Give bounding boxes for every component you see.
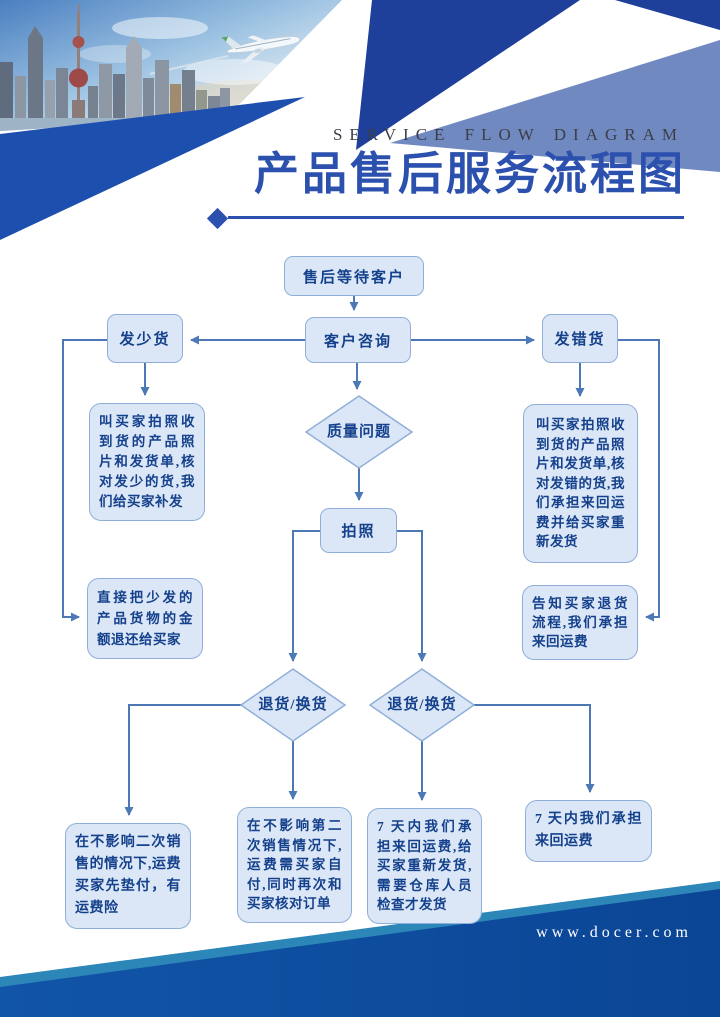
pearl-tower-upper-sphere xyxy=(72,36,85,48)
node-take-photo: 拍照 xyxy=(320,508,397,553)
pearl-tower-lower-sphere xyxy=(69,68,88,88)
pearl-tower-pole xyxy=(77,12,80,124)
title-underline xyxy=(228,216,684,219)
node-consult: 客户咨询 xyxy=(305,317,411,363)
node-outcome-4: 7 天内我们承担来回运费 xyxy=(525,800,652,862)
footer-blue-band xyxy=(0,889,720,1017)
airplane xyxy=(221,35,300,64)
label-quality-issue: 质量问题 xyxy=(326,424,391,440)
label-return-exchange-left: 退货/换货 xyxy=(258,697,328,713)
node-few-shipped: 发少货 xyxy=(107,314,183,363)
decision-diamonds xyxy=(239,395,476,742)
node-outcome-2: 在不影响第二次销售情况下,运费需买家自付,同时再次和买家核对订单 xyxy=(237,807,352,923)
node-outcome-3: 7 天内我们承担来回运费,给买家重新发货,需要仓库人员检查才发货 xyxy=(367,808,482,924)
header-shapes xyxy=(0,0,720,240)
footer-shapes xyxy=(0,881,720,1017)
node-outcome-1: 在不影响二次销售的情况下,运费买家先垫付，有运费险 xyxy=(65,823,191,929)
node-few-refund: 直接把少发的产品货物的金额退还给买家 xyxy=(87,578,203,659)
node-wrong-notify: 告知买家退货流程,我们承担来回运费 xyxy=(522,585,638,660)
node-few-detail: 叫买家拍照收到货的产品照片和发货单,核对发少的货,我们给买家补发 xyxy=(89,403,205,521)
title-diamond-bullet xyxy=(206,207,229,230)
diamond-return-right xyxy=(368,668,476,742)
diamond-return-left xyxy=(239,668,347,742)
flow-connectors xyxy=(62,296,660,816)
node-wrong-shipped: 发错货 xyxy=(542,314,618,363)
page-title: 产品售后服务流程图 xyxy=(253,149,686,199)
node-start: 售后等待客户 xyxy=(284,256,424,296)
website-url: www.docer.com xyxy=(536,924,692,941)
node-wrong-detail: 叫买家拍照收到货的产品照片和发货单,核对发错的货,我们承担来回运费并给买家重新发… xyxy=(523,404,638,563)
left-wedge xyxy=(0,97,305,240)
english-subtitle: SERVICE FLOW DIAGRAM xyxy=(332,125,684,144)
cloud xyxy=(183,59,287,85)
diamond-quality xyxy=(304,395,414,469)
label-return-exchange-right: 退货/换货 xyxy=(387,697,457,713)
corner-triangle xyxy=(615,0,720,30)
navy-triangle xyxy=(356,0,580,150)
slate-triangle xyxy=(390,40,720,172)
cloud xyxy=(112,17,208,39)
